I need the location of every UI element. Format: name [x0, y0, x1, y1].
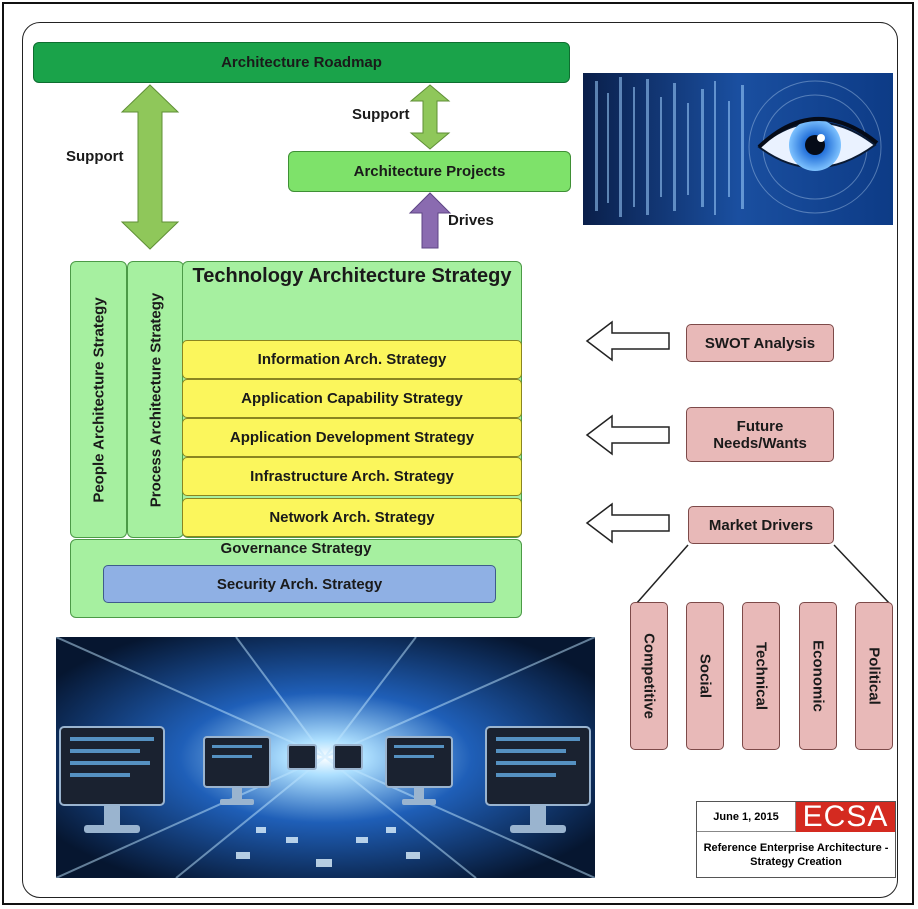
- tech-item-label: Application Development Strategy: [229, 429, 475, 446]
- tech-item-label: Infrastructure Arch. Strategy: [250, 468, 454, 485]
- process-architecture-label: Process Architecture Strategy: [147, 292, 164, 507]
- swot-arrow: [585, 320, 670, 362]
- future-needs-box: Future Needs/Wants: [686, 407, 834, 462]
- swot-analysis-box: SWOT Analysis: [686, 324, 834, 362]
- support-left-arrow: [120, 84, 180, 250]
- ecsa-logo: ECSA: [796, 802, 895, 832]
- drives-label: Drives: [448, 212, 494, 229]
- driver-line-left: [635, 544, 689, 605]
- architecture-roadmap-box: Architecture Roadmap: [33, 42, 570, 83]
- driver-box-political: Political: [855, 602, 893, 750]
- market-arrow: [585, 502, 670, 544]
- tech-item: Information Arch. Strategy: [182, 340, 522, 379]
- tech-item-label: Application Capability Strategy: [241, 390, 463, 407]
- architecture-projects-box: Architecture Projects: [288, 151, 571, 192]
- driver-box-economic: Economic: [799, 602, 837, 750]
- diagram-border: [22, 22, 898, 898]
- driver-box-competitive: Competitive: [630, 602, 668, 750]
- digital-eye-image: [583, 73, 893, 225]
- drives-arrow: [408, 192, 452, 249]
- digital-eye-graphic: [583, 73, 893, 225]
- architecture-roadmap-label: Architecture Roadmap: [221, 54, 382, 71]
- architecture-projects-label: Architecture Projects: [353, 163, 506, 180]
- driver-line-right: [833, 544, 891, 605]
- future-needs-label: Future Needs/Wants: [713, 417, 807, 452]
- document-stamp: June 1, 2015 ECSA Reference Enterprise A…: [696, 801, 896, 878]
- stamp-date: June 1, 2015: [697, 802, 796, 832]
- market-drivers-box: Market Drivers: [688, 506, 834, 544]
- tech-item-label: Information Arch. Strategy: [257, 351, 447, 368]
- driver-label: Social: [696, 653, 714, 699]
- digital-tunnel-image: [56, 637, 595, 878]
- tech-item: Network Arch. Strategy: [182, 498, 522, 537]
- governance-strategy-title: Governance Strategy: [220, 540, 372, 557]
- driver-label: Competitive: [640, 633, 658, 719]
- digital-tunnel-graphic: [56, 637, 595, 878]
- people-architecture-label: People Architecture Strategy: [90, 296, 107, 503]
- driver-label: Technical: [752, 641, 770, 711]
- tech-item-label: Network Arch. Strategy: [269, 509, 435, 526]
- driver-box-social: Social: [686, 602, 724, 750]
- support-left-label: Support: [66, 148, 124, 165]
- tech-item: Infrastructure Arch. Strategy: [182, 457, 522, 496]
- market-drivers-label: Market Drivers: [708, 516, 814, 534]
- people-architecture-column: People Architecture Strategy: [70, 261, 127, 538]
- support-right-arrow: [409, 84, 451, 150]
- swot-analysis-label: SWOT Analysis: [704, 334, 816, 352]
- security-strategy-box: Security Arch. Strategy: [103, 565, 496, 603]
- driver-label: Economic: [809, 640, 827, 712]
- technology-architecture-title: Technology Architecture Strategy: [192, 265, 512, 287]
- driver-label: Political: [865, 647, 883, 705]
- driver-box-technical: Technical: [742, 602, 780, 750]
- support-right-label: Support: [352, 106, 410, 123]
- tech-item: Application Development Strategy: [182, 418, 522, 457]
- tech-item: Application Capability Strategy: [182, 379, 522, 418]
- security-strategy-label: Security Arch. Strategy: [216, 575, 383, 593]
- process-architecture-column: Process Architecture Strategy: [127, 261, 184, 538]
- stamp-caption: Reference Enterprise Architecture - Stra…: [703, 841, 889, 868]
- future-arrow: [585, 414, 670, 456]
